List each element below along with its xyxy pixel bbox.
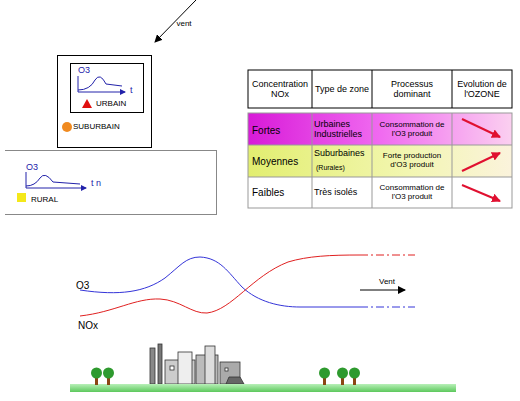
table-cell: (Rurales): [316, 162, 370, 174]
ground: [70, 384, 456, 392]
table: [248, 70, 512, 208]
node-text: t: [130, 86, 133, 96]
vent-label: vent: [168, 19, 200, 29]
rural-box: O3 t n RURAL: [5, 150, 217, 215]
node-text: SUBURBAIN: [73, 123, 120, 132]
wind-label: Vent: [370, 276, 404, 288]
table-cell: Suburbaines: [314, 147, 370, 161]
node-text: O3: [78, 66, 90, 76]
trees: [91, 368, 360, 386]
node-text: t n: [91, 179, 101, 189]
table-cell: Fortes: [252, 115, 310, 145]
table-header: Processus dominant: [374, 72, 450, 108]
rural-marker: [17, 193, 26, 202]
urban-box: O3 tURBAIN: [70, 63, 144, 113]
mini-plot: [78, 76, 125, 92]
table-cell: Urbaines Industrielles: [314, 115, 370, 145]
nox-curve: [80, 255, 415, 316]
table-header: Concentration NOx: [250, 72, 310, 108]
city: [150, 344, 244, 384]
table-cell: Forte production d'O3 produit: [374, 145, 450, 177]
table-cell: Très isolés: [314, 177, 370, 208]
o3-curve: [80, 257, 415, 307]
node-text: O3: [26, 163, 38, 173]
table-header: Evolution de l'OZONE: [454, 72, 510, 108]
wind-arrow: [360, 290, 405, 291]
table-cell: Consommation de l'O3 produit: [374, 177, 450, 208]
table-cell: Faibles: [252, 177, 310, 208]
suburban-marker: [62, 122, 72, 132]
node-text: RURAL: [31, 196, 58, 205]
table-header: Type de zone: [314, 72, 370, 108]
zone-box: SUBURBAIN O3 tURBAIN: [57, 55, 152, 148]
mini-plot: [26, 172, 86, 188]
curve-label: NOx: [78, 318, 112, 332]
node-text: URBAIN: [96, 100, 126, 109]
urban-marker: [82, 99, 92, 108]
table-cell: Moyennes: [252, 145, 310, 177]
table-cell: Consommation de l'O3 produit: [374, 115, 450, 145]
curve-label: O3: [76, 278, 106, 292]
